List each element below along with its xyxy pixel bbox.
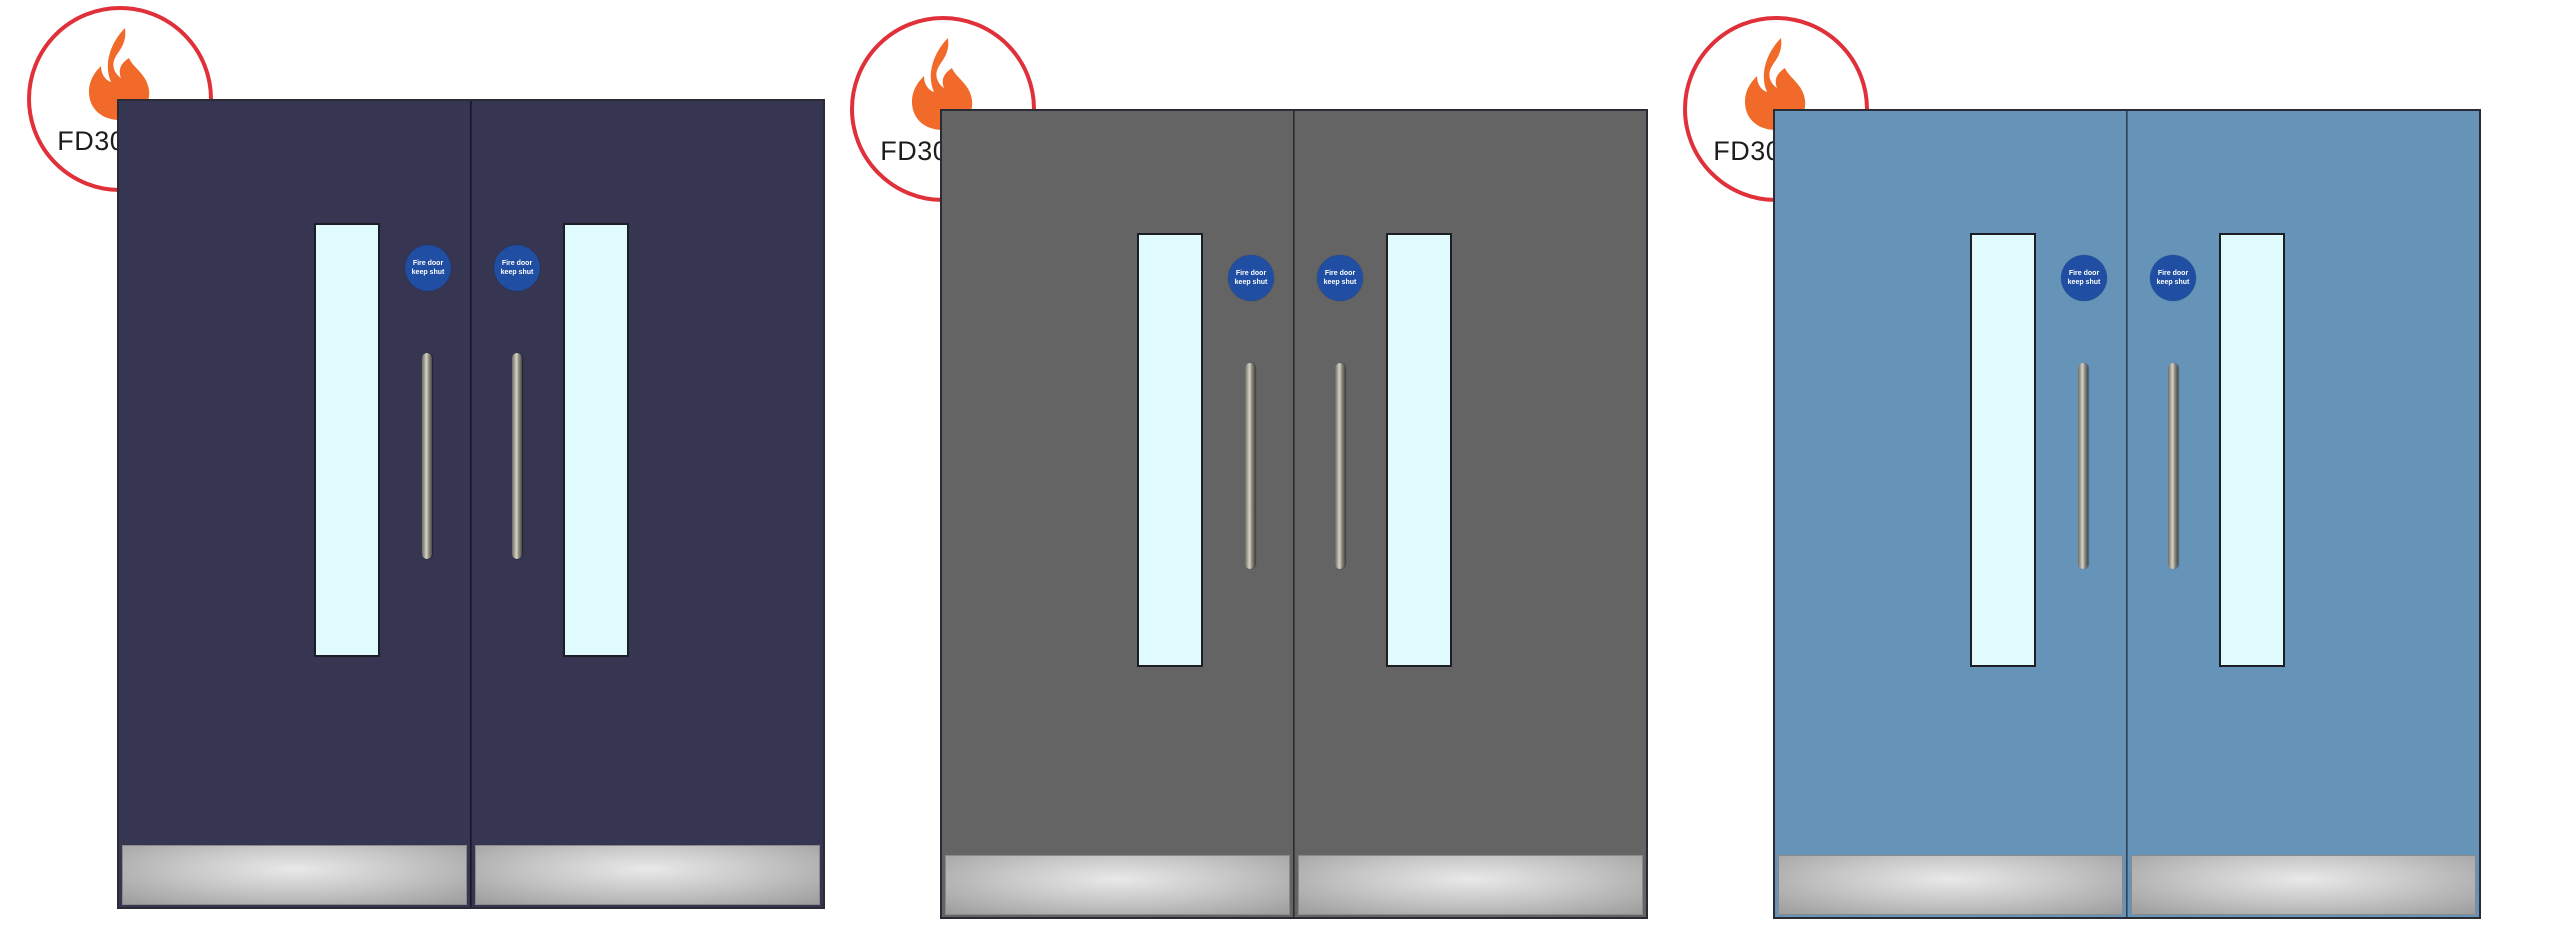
vision-panel bbox=[1386, 233, 1452, 667]
vision-panel bbox=[314, 223, 380, 657]
pull-handle[interactable] bbox=[2168, 363, 2178, 569]
kick-plate bbox=[475, 845, 820, 905]
flame-icon bbox=[912, 38, 973, 130]
kick-plate bbox=[1778, 855, 2123, 915]
kick-plate bbox=[2131, 855, 2476, 915]
kick-plate bbox=[945, 855, 1290, 915]
pull-handle[interactable] bbox=[422, 353, 432, 559]
vision-panel bbox=[1970, 233, 2036, 667]
kick-plate bbox=[1298, 855, 1643, 915]
vision-panel bbox=[563, 223, 629, 657]
vision-panel bbox=[2219, 233, 2285, 667]
vision-panel bbox=[1137, 233, 1203, 667]
flame-icon bbox=[89, 28, 150, 120]
pull-handle[interactable] bbox=[512, 353, 522, 559]
kick-plate bbox=[122, 845, 467, 905]
pull-handle[interactable] bbox=[2078, 363, 2088, 569]
pull-handle[interactable] bbox=[1245, 363, 1255, 569]
flame-icon bbox=[1745, 38, 1806, 130]
pull-handle[interactable] bbox=[1335, 363, 1345, 569]
